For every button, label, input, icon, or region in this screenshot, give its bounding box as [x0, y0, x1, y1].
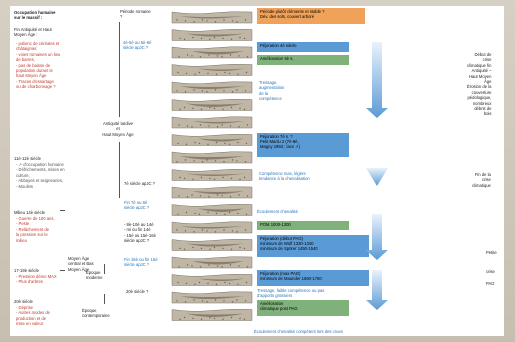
note-pag: PAG — [486, 281, 495, 286]
trend-arrow-2 — [366, 168, 388, 186]
note-crise: crise — [486, 269, 495, 274]
trend-arrow-4 — [366, 270, 388, 310]
note-petite: Petite — [486, 250, 497, 255]
note-crisis-start: Début de crise climatique fin Antiquité … — [467, 52, 491, 117]
trend-arrow-3 — [366, 214, 388, 260]
trend-arrow-1 — [366, 42, 388, 118]
note-crisis-end: Fin de la crise climatique — [472, 172, 491, 188]
